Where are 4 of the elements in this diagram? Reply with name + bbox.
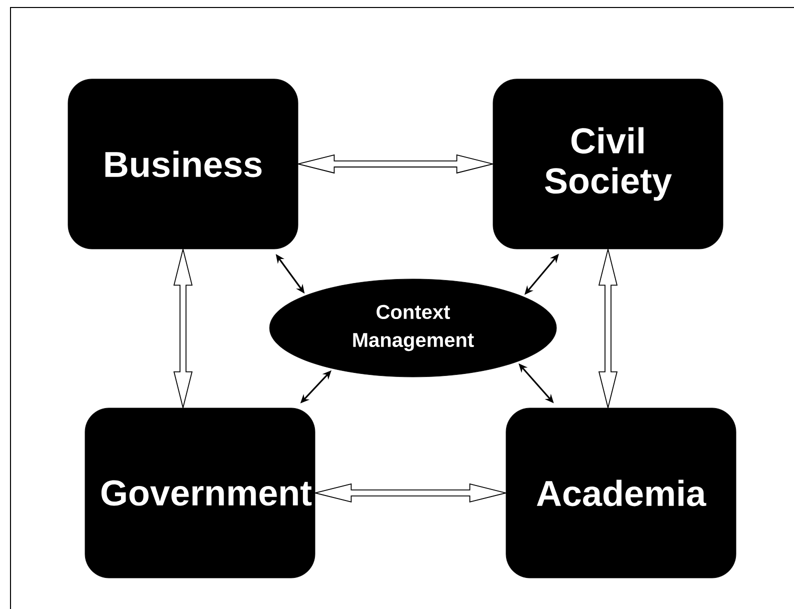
actor-box: Academia	[506, 408, 736, 578]
actor-box: Government	[84, 408, 316, 578]
actor-box: Civil Society	[492, 78, 724, 250]
actor-box: Business	[68, 78, 298, 250]
